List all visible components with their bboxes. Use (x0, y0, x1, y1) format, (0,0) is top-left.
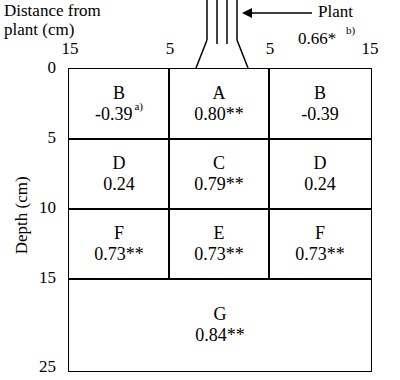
zone-letter: G (214, 304, 227, 325)
correlation-value: 0.24 (304, 174, 336, 195)
soil-zone-box: G0.84** (68, 278, 372, 372)
distance-tick: 15 (362, 40, 379, 59)
soil-zone-box: D0.24 (268, 138, 372, 210)
axis-title: Depth (cm) (13, 176, 32, 254)
distance-tick: 5 (266, 40, 275, 59)
footnote-mark: a) (134, 100, 143, 112)
zone-letter: E (214, 223, 225, 244)
soil-zone-box: F0.73** (68, 208, 170, 280)
soil-zone-box: D0.24 (68, 138, 170, 210)
zone-letter: B (113, 83, 125, 104)
soil-zone-box: C0.79** (168, 138, 270, 210)
footnote-mark: b) (346, 24, 355, 36)
soil-zone-box: B-0.39a) (68, 68, 170, 140)
value-row: 0.73** (194, 244, 244, 265)
plant-label: Plant (318, 3, 353, 22)
correlation-value: 0.79** (194, 174, 244, 195)
zone-letter: B (314, 83, 326, 104)
depth-tick: 15 (39, 269, 56, 288)
depth-tick: 5 (48, 129, 57, 148)
correlation-value: 0.84** (195, 325, 245, 346)
correlation-value: -0.39 (95, 104, 133, 125)
soil-zone-box: B-0.39 (268, 68, 372, 140)
correlation-value: 0.24 (103, 174, 135, 195)
depth-tick: 10 (39, 199, 56, 218)
correlation-value: -0.39 (301, 104, 339, 125)
value-row: 0.24 (103, 174, 135, 195)
zone-letter: A (213, 83, 226, 104)
value-row: 0.73** (295, 244, 345, 265)
value-row: 0.73** (94, 244, 144, 265)
correlation-value: 0.73** (295, 244, 345, 265)
zone-letter: F (114, 223, 124, 244)
depth-tick: 25 (39, 358, 56, 377)
zone-letter: F (315, 223, 325, 244)
value-row: 0.80** (194, 104, 244, 125)
correlation-value: 0.80** (194, 104, 244, 125)
zone-letter: D (113, 153, 126, 174)
value-row: -0.39a) (95, 104, 143, 125)
plant-value: 0.66* (298, 30, 336, 49)
axis-title: Distance from plant (cm) (4, 2, 126, 39)
value-row: 0.24 (304, 174, 336, 195)
value-row: -0.39 (301, 104, 339, 125)
correlation-value: 0.73** (194, 244, 244, 265)
zone-letter: D (314, 153, 327, 174)
value-row: 0.84** (195, 325, 245, 346)
correlation-value: 0.73** (94, 244, 144, 265)
zone-letter: C (213, 153, 225, 174)
value-row: 0.79** (194, 174, 244, 195)
distance-tick: 15 (62, 40, 79, 59)
soil-zone-box: F0.73** (268, 208, 372, 280)
distance-tick: 5 (166, 40, 175, 59)
depth-tick: 0 (48, 59, 57, 78)
soil-zone-box: A0.80** (168, 68, 270, 140)
soil-zone-box: E0.73** (168, 208, 270, 280)
